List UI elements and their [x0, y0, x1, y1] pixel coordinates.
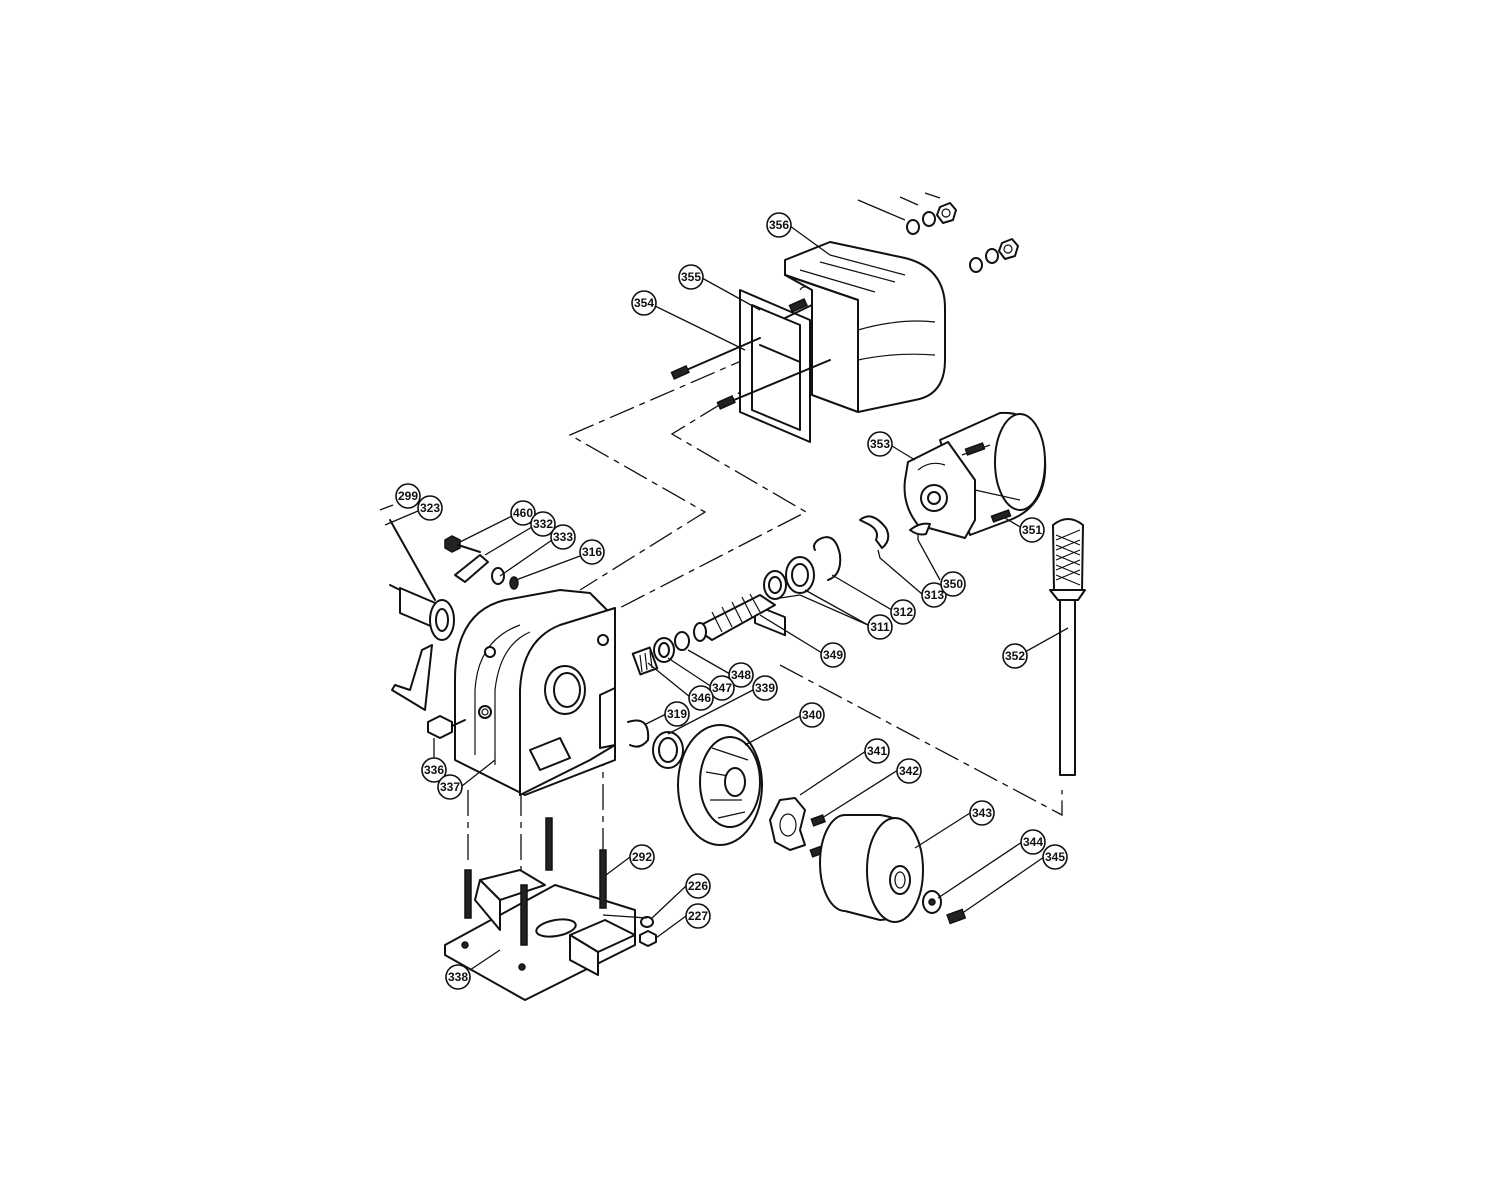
gasket-part [739, 289, 811, 637]
housing-part [454, 589, 616, 796]
svg-text:333: 333 [553, 530, 573, 544]
callout-313: 313 [921, 582, 947, 608]
callout-316: 316 [579, 539, 605, 565]
callout-292: 292 [629, 844, 655, 870]
callout-338: 338 [445, 964, 471, 990]
svg-text:343: 343 [972, 806, 992, 820]
nut-washer-group [857, 192, 1019, 273]
svg-text:349: 349 [823, 648, 843, 662]
callout-311: 311 [867, 614, 893, 640]
svg-text:345: 345 [1045, 850, 1065, 864]
callout-351: 351 [1019, 517, 1045, 543]
svg-text:355: 355 [681, 270, 701, 284]
svg-text:323: 323 [420, 501, 440, 515]
svg-text:350: 350 [943, 577, 963, 591]
callout-354: 354 [631, 290, 657, 316]
bearing-group [763, 536, 842, 600]
callout-332: 332 [530, 511, 556, 537]
nut-washer-lower [639, 916, 657, 947]
callout-356: 356 [766, 212, 792, 238]
small-bearing-group [631, 637, 675, 676]
svg-text:336: 336 [424, 763, 444, 777]
worm-shaft-part [674, 593, 776, 651]
pulley-part [819, 814, 924, 923]
callout-341: 341 [864, 738, 890, 764]
coupling-part [677, 724, 763, 846]
callout-343: 343 [969, 800, 995, 826]
callout-350: 350 [940, 571, 966, 597]
svg-text:339: 339 [755, 681, 775, 695]
callout-333: 333 [550, 524, 576, 550]
callout-346: 346 [688, 685, 714, 711]
svg-text:338: 338 [448, 970, 468, 984]
washer-clip [627, 719, 684, 769]
callout-227: 227 [685, 903, 711, 929]
svg-text:337: 337 [440, 780, 460, 794]
svg-text:342: 342 [899, 764, 919, 778]
svg-text:348: 348 [731, 668, 751, 682]
svg-text:352: 352 [1005, 649, 1025, 663]
arm-linkage [444, 535, 519, 590]
motor-part [903, 411, 1047, 539]
callout-352: 352 [1002, 643, 1028, 669]
svg-text:346: 346 [691, 691, 711, 705]
spider-part [769, 797, 826, 858]
base-part [444, 869, 636, 1001]
callout-345: 345 [1042, 844, 1068, 870]
svg-text:292: 292 [632, 850, 652, 864]
svg-text:356: 356 [769, 218, 789, 232]
svg-text:226: 226 [688, 879, 708, 893]
svg-text:347: 347 [712, 681, 732, 695]
svg-text:353: 353 [870, 437, 890, 451]
svg-text:319: 319 [667, 707, 687, 721]
crank-handle-part [1049, 518, 1086, 776]
callout-339: 339 [752, 675, 778, 701]
svg-text:316: 316 [582, 545, 602, 559]
stud-parts-lower [464, 817, 607, 946]
callout-323: 323 [417, 495, 443, 521]
svg-text:460: 460 [513, 506, 533, 520]
callout-353: 353 [867, 431, 893, 457]
svg-text:340: 340 [802, 708, 822, 722]
callout-226: 226 [685, 873, 711, 899]
callout-349: 349 [820, 642, 846, 668]
key-and-ring [859, 515, 931, 549]
pulley-fasteners [922, 890, 967, 925]
svg-text:311: 311 [870, 620, 890, 634]
callout-337: 337 [437, 774, 463, 800]
callout-336: 336 [421, 757, 447, 783]
callout-299: 299 [395, 483, 421, 509]
cover-part [784, 241, 946, 413]
callout-342: 342 [896, 758, 922, 784]
callout-347: 347 [709, 675, 735, 701]
callout-312: 312 [890, 599, 916, 625]
callout-319: 319 [664, 701, 690, 727]
svg-text:344: 344 [1023, 835, 1043, 849]
callout-344: 344 [1020, 829, 1046, 855]
svg-text:332: 332 [533, 517, 553, 531]
callout-460: 460 [510, 500, 536, 526]
svg-text:351: 351 [1022, 523, 1042, 537]
callout-348: 348 [728, 662, 754, 688]
svg-text:313: 313 [924, 588, 944, 602]
leader-lines [379, 225, 1069, 971]
svg-text:341: 341 [867, 744, 887, 758]
svg-text:227: 227 [688, 909, 708, 923]
svg-text:354: 354 [634, 296, 654, 310]
svg-text:312: 312 [893, 605, 913, 619]
stud-parts [670, 298, 831, 410]
callout-340: 340 [799, 702, 825, 728]
svg-text:299: 299 [398, 489, 418, 503]
left-shaft-assembly [389, 519, 466, 739]
callout-355: 355 [678, 264, 704, 290]
